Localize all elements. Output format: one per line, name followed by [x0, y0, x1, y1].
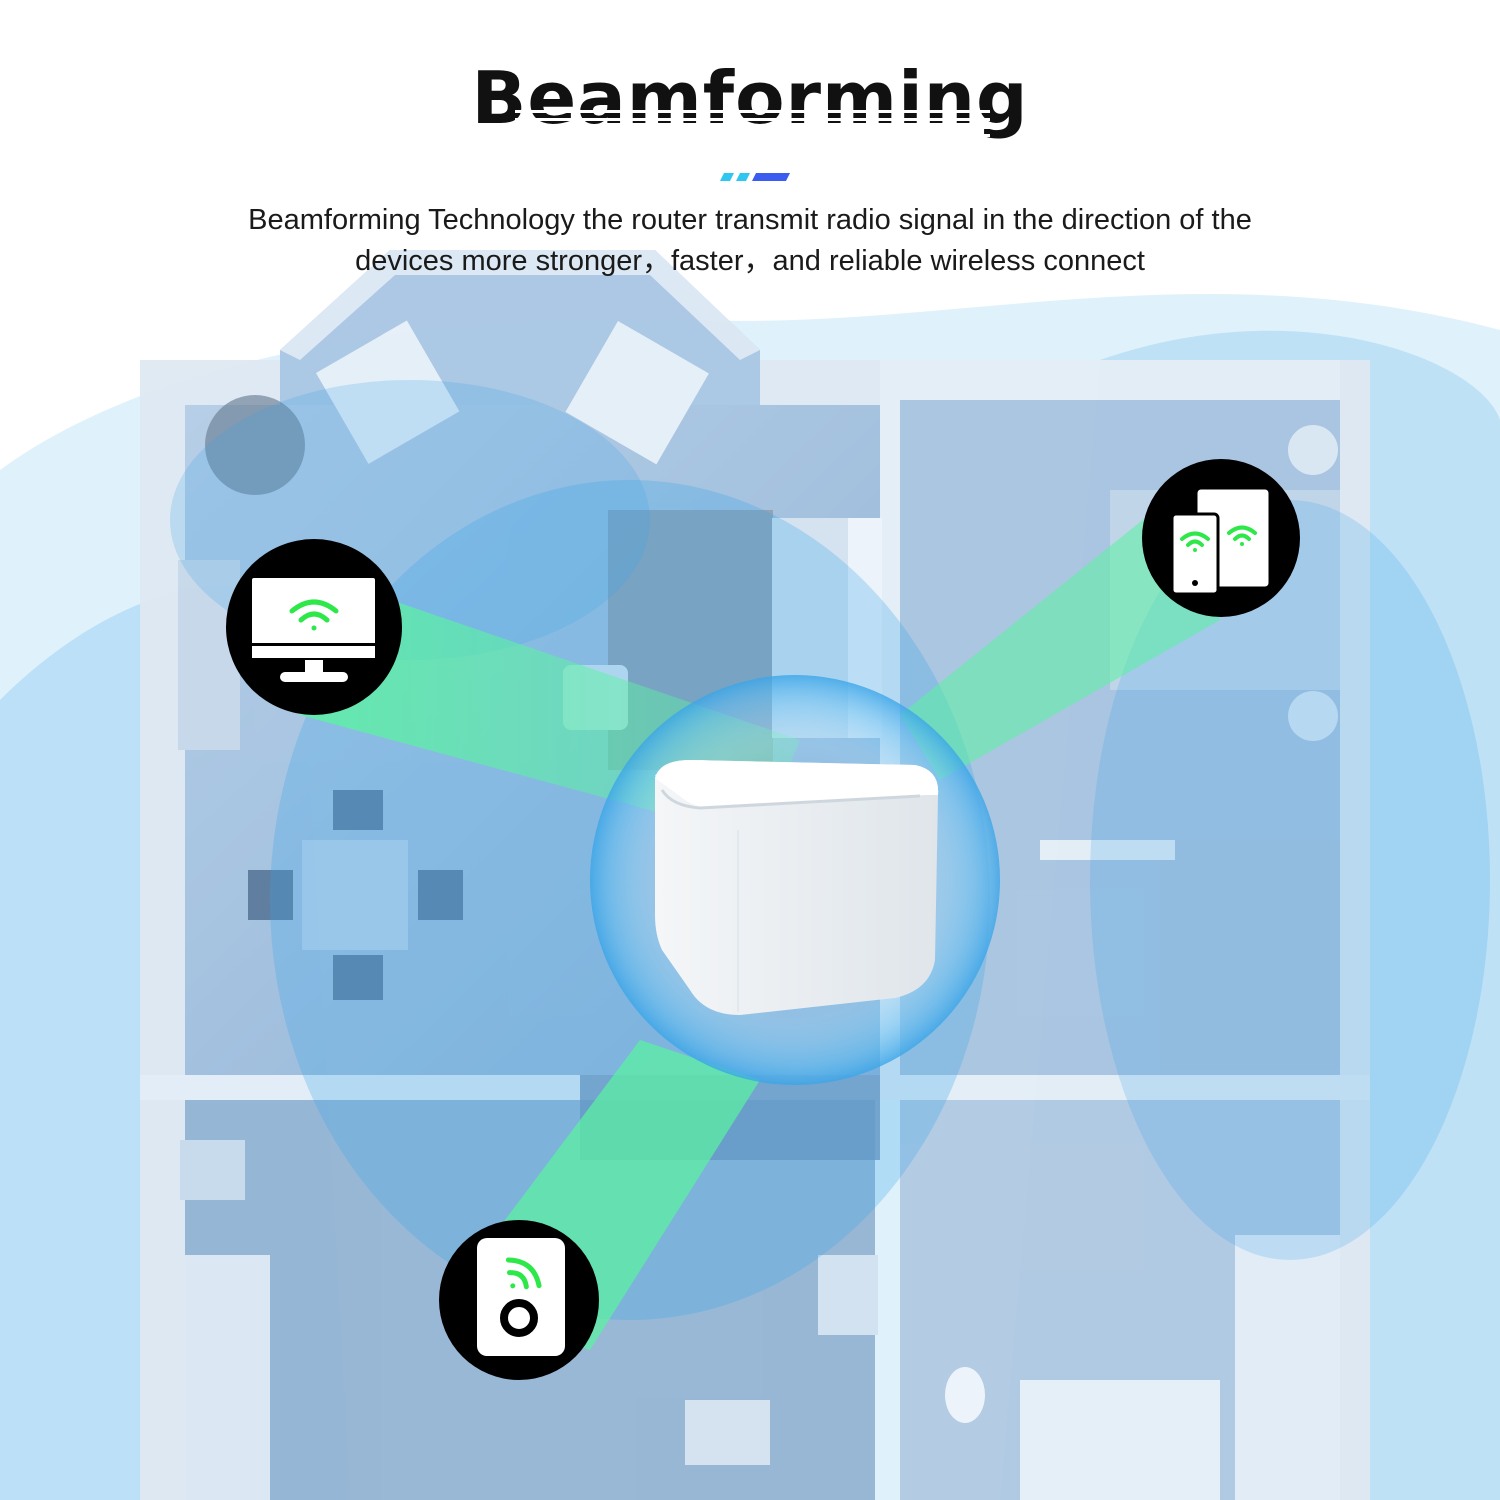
wifi-icon	[289, 599, 339, 631]
header: Beamforming	[0, 0, 1500, 160]
smart-plug-icon	[439, 1220, 599, 1380]
description: Beamforming Technology the router transm…	[150, 200, 1350, 282]
accent-divider	[720, 173, 790, 181]
description-line-2: devices more stronger，faster，and reliabl…	[355, 245, 1145, 277]
description-line-1: Beamforming Technology the router transm…	[248, 204, 1252, 236]
tv-icon	[226, 539, 402, 715]
router-icon	[655, 760, 939, 1015]
page-title: Beamforming	[471, 56, 1029, 140]
tablet-phone-icon	[1142, 459, 1300, 617]
beam-to-tablet	[900, 490, 1220, 780]
